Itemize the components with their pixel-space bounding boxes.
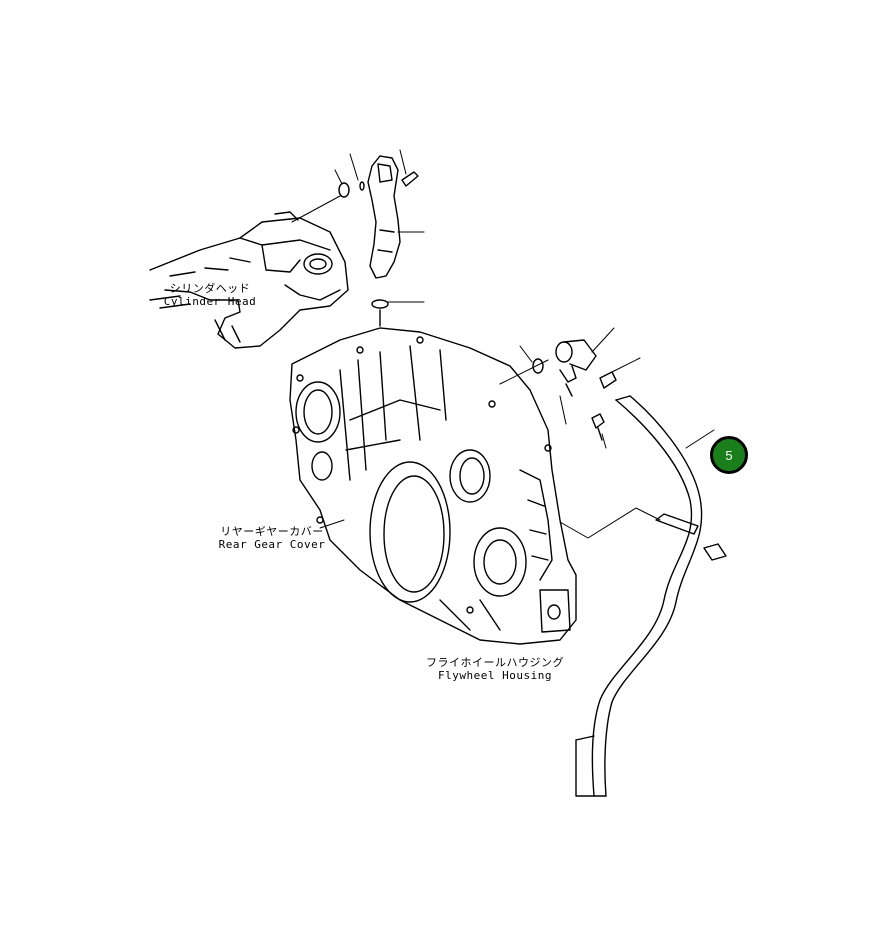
flywheel-housing-label-jp: フライホイールハウジング <box>426 656 564 669</box>
fitting-parts-drawing <box>532 339 617 441</box>
cylinder-head-label: シリンダヘッド Cylinder Head <box>150 282 270 308</box>
flywheel-housing-drawing <box>289 327 577 645</box>
rear-gear-cover-label-jp: リヤーギヤーカバー <box>220 525 324 538</box>
rear-gear-cover-label-en: Rear Gear Cover <box>218 538 326 551</box>
flywheel-housing-label: フライホイールハウジング Flywheel Housing <box>425 656 565 682</box>
cylinder-head-label-jp: シリンダヘッド <box>169 282 251 295</box>
flywheel-housing-label-en: Flywheel Housing <box>438 669 552 682</box>
leader-lines <box>291 149 715 539</box>
cylinder-head-label-en: Cylinder Head <box>163 295 257 308</box>
rear-gear-cover-label: リヤーギヤーカバー Rear Gear Cover <box>212 525 332 551</box>
cylinder-head-drawing <box>149 211 349 349</box>
callout-badge[interactable]: 5 <box>710 436 748 474</box>
callout-number: 5 <box>725 447 733 463</box>
breather-hose-drawing <box>575 395 727 797</box>
pipe-bracket-drawing <box>338 155 419 327</box>
